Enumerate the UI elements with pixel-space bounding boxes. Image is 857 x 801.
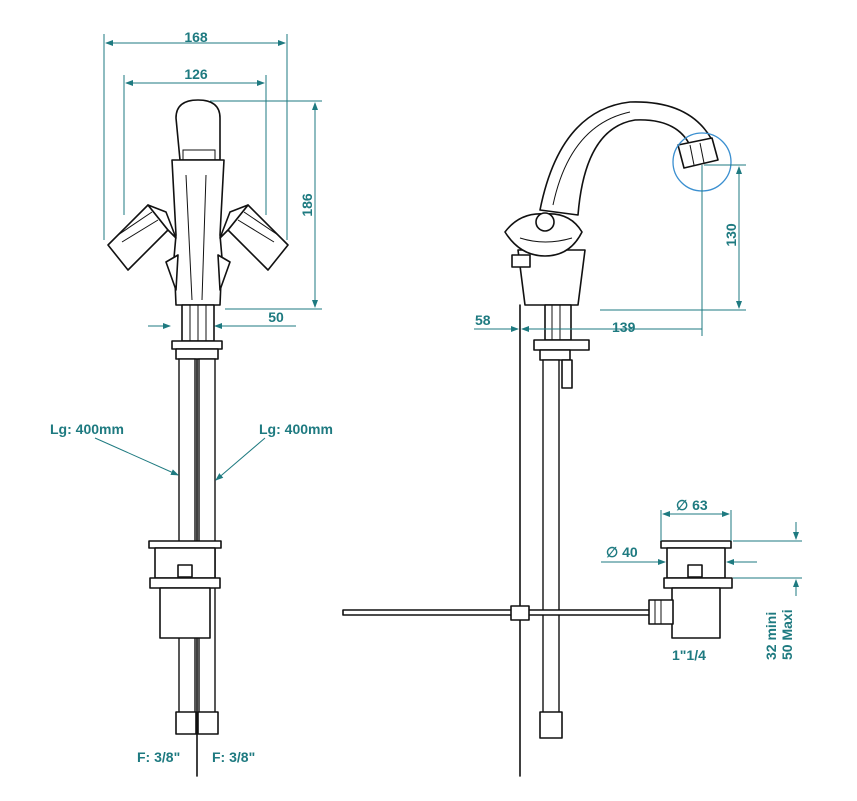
waste-thread-label: 1"1/4	[672, 647, 706, 663]
faucet-spout	[539, 101, 732, 216]
dimension-body-diameter: ∅ 40	[601, 544, 757, 565]
side-view: 58 139 130	[342, 101, 746, 777]
faucet-body-side	[504, 212, 590, 389]
dim-label-58: 58	[475, 312, 491, 328]
dim-label-126: 126	[184, 66, 208, 82]
dim-label-50: 50	[268, 309, 284, 325]
dimension-spout-height: 130	[600, 164, 746, 311]
dim-label-139: 139	[612, 319, 636, 335]
hose-length-labels: Lg: 400mm Lg: 400mm	[50, 421, 333, 481]
front-view: 168 126 186 50	[50, 29, 333, 777]
dimension-top-diameter: ∅ 63	[660, 497, 732, 541]
dim-label-130: 130	[723, 223, 739, 247]
dimension-handle-spacing: 126	[123, 66, 267, 215]
connector-left-label: F: 3/8"	[137, 749, 180, 765]
dimension-width-overall: 168	[103, 29, 288, 240]
waste-depth-min: 32 mini	[763, 612, 779, 660]
dim-label-186: 186	[299, 193, 315, 217]
hose-left-length: Lg: 400mm	[50, 421, 124, 437]
dimension-rear-offset: 58	[474, 312, 519, 332]
dimension-waste-depth: 32 mini 50 Maxi	[733, 522, 802, 660]
dim-label-168: 168	[184, 29, 208, 45]
side-hose-rod	[342, 304, 664, 777]
dim-label-40: ∅ 40	[606, 544, 638, 560]
waste-front	[148, 540, 222, 639]
waste-depth-max: 50 Maxi	[779, 609, 795, 660]
dim-label-63: ∅ 63	[676, 497, 708, 513]
dimension-base-offset: 50	[148, 309, 296, 329]
connector-right-label: F: 3/8"	[212, 749, 255, 765]
dimension-height: 186	[210, 100, 322, 310]
waste-detail: ∅ 63 ∅ 40 32 mini 50 Maxi 1"1/4	[601, 497, 802, 663]
hose-right-length: Lg: 400mm	[259, 421, 333, 437]
dimension-spout-reach: 139	[521, 165, 703, 336]
faucet-body-front	[107, 99, 289, 360]
